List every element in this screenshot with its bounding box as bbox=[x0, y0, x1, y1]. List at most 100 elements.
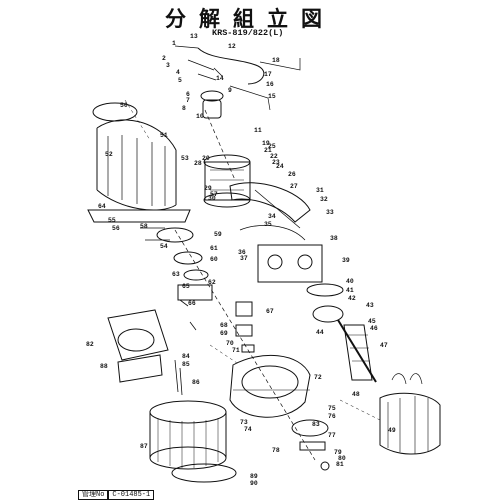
part-number-label: 74 bbox=[244, 426, 252, 433]
cable-gland bbox=[200, 90, 224, 102]
part-number-label: 35 bbox=[264, 221, 272, 228]
part-number-label: 42 bbox=[348, 295, 356, 302]
management-label: 管理No bbox=[78, 490, 109, 500]
part-number-label: 43 bbox=[366, 302, 374, 309]
stator bbox=[379, 392, 441, 455]
part-number-label: 9 bbox=[228, 87, 232, 94]
part-number-label: 69 bbox=[220, 330, 228, 337]
model-number: KRS-819/822(L) bbox=[212, 28, 284, 38]
part-number-label: 72 bbox=[314, 374, 322, 381]
part-number-label: 60 bbox=[210, 256, 218, 263]
discharge-flange bbox=[107, 309, 169, 361]
pump-casing bbox=[229, 354, 311, 418]
part-number-label: 90 bbox=[250, 480, 258, 487]
part-number-label: 77 bbox=[328, 432, 336, 439]
part-number-label: 89 bbox=[250, 473, 258, 480]
part-number-label: 29 bbox=[204, 185, 212, 192]
part-number-label: 87 bbox=[140, 443, 148, 450]
part-number-label: 15 bbox=[268, 93, 276, 100]
part-number-label: 25 bbox=[268, 143, 276, 150]
part-number-label: 61 bbox=[210, 245, 218, 252]
part-number-label: 8 bbox=[182, 105, 186, 112]
part-number-label: 59 bbox=[214, 231, 222, 238]
part-number-label: 3 bbox=[166, 62, 170, 69]
part-number-label: 17 bbox=[264, 71, 272, 78]
part-number-label: 75 bbox=[328, 405, 336, 412]
part-number-label: 37 bbox=[240, 255, 248, 262]
part-number-label: 53 bbox=[181, 155, 189, 162]
part-number-label: 5 bbox=[178, 77, 182, 84]
part-number-label: 84 bbox=[182, 353, 190, 360]
part-number-label: 18 bbox=[272, 57, 280, 64]
part-number-label: 50 bbox=[120, 102, 128, 109]
part-number-label: 80 bbox=[338, 455, 346, 462]
part-number-label: 57 bbox=[210, 191, 218, 198]
part-number-label: 68 bbox=[220, 322, 228, 329]
part-number-label: 26 bbox=[288, 171, 296, 178]
part-number-label: 54 bbox=[160, 243, 168, 250]
part-number-label: 6 bbox=[186, 91, 190, 98]
part-number-label: 39 bbox=[342, 257, 350, 264]
part-number-label: 66 bbox=[188, 300, 196, 307]
management-value: C-01485-1 bbox=[108, 490, 155, 500]
part-number-label: 83 bbox=[312, 421, 320, 428]
part-number-label: 62 bbox=[208, 279, 216, 286]
part-number-label: 20 bbox=[202, 155, 210, 162]
part-number-label: 70 bbox=[226, 340, 234, 347]
part-number-label: 47 bbox=[380, 342, 388, 349]
part-number-label: 82 bbox=[86, 341, 94, 348]
part-number-label: 38 bbox=[330, 235, 338, 242]
part-number-label: 4 bbox=[176, 69, 180, 76]
strainer bbox=[149, 400, 227, 424]
part-number-label: 67 bbox=[266, 308, 274, 315]
part-number-label: 51 bbox=[160, 132, 168, 139]
part-number-label: 11 bbox=[254, 127, 262, 134]
part-number-label: 64 bbox=[98, 203, 106, 210]
part-number-label: 63 bbox=[172, 271, 180, 278]
power-cable bbox=[197, 47, 265, 85]
part-number-label: 16 bbox=[266, 81, 274, 88]
part-number-label: 36 bbox=[238, 249, 246, 256]
part-number-label: 30 bbox=[208, 195, 216, 202]
upper-cover-ring bbox=[92, 102, 138, 122]
part-number-label: 31 bbox=[316, 187, 324, 194]
part-number-label: 13 bbox=[190, 33, 198, 40]
part-number-label: 65 bbox=[182, 283, 190, 290]
part-number-label: 34 bbox=[268, 213, 276, 220]
part-number-label: 56 bbox=[112, 225, 120, 232]
part-number-label: 79 bbox=[334, 449, 342, 456]
motor-bracket bbox=[257, 244, 323, 283]
part-number-label: 10 bbox=[196, 113, 204, 120]
part-number-label: 45 bbox=[368, 318, 376, 325]
part-number-label: 73 bbox=[240, 419, 248, 426]
part-number-label: 44 bbox=[316, 329, 324, 336]
part-number-label: 21 bbox=[264, 147, 272, 154]
drawing-title: 分解組立図 bbox=[165, 6, 335, 31]
part-number-label: 12 bbox=[228, 43, 236, 50]
part-number-label: 41 bbox=[346, 287, 354, 294]
part-number-label: 58 bbox=[140, 223, 148, 230]
part-number-label: 19 bbox=[262, 140, 270, 147]
part-number-label: 40 bbox=[346, 278, 354, 285]
part-number-label: 48 bbox=[352, 391, 360, 398]
part-number-label: 14 bbox=[216, 75, 224, 82]
part-number-label: 1 bbox=[172, 40, 176, 47]
part-number-label: 2 bbox=[162, 55, 166, 62]
part-number-label: 23 bbox=[272, 159, 280, 166]
part-number-label: 24 bbox=[276, 163, 284, 170]
part-number-label: 86 bbox=[192, 379, 200, 386]
part-number-label: 7 bbox=[186, 97, 190, 104]
part-number-label: 55 bbox=[108, 217, 116, 224]
part-number-label: 46 bbox=[370, 325, 378, 332]
part-number-label: 76 bbox=[328, 413, 336, 420]
part-number-label: 81 bbox=[336, 461, 344, 468]
part-number-label: 28 bbox=[194, 160, 202, 167]
part-number-label: 52 bbox=[105, 151, 113, 158]
part-number-label: 78 bbox=[272, 447, 280, 454]
part-number-label: 32 bbox=[320, 196, 328, 203]
part-number-label: 33 bbox=[326, 209, 334, 216]
part-number-label: 85 bbox=[182, 361, 190, 368]
part-number-label: 27 bbox=[290, 183, 298, 190]
